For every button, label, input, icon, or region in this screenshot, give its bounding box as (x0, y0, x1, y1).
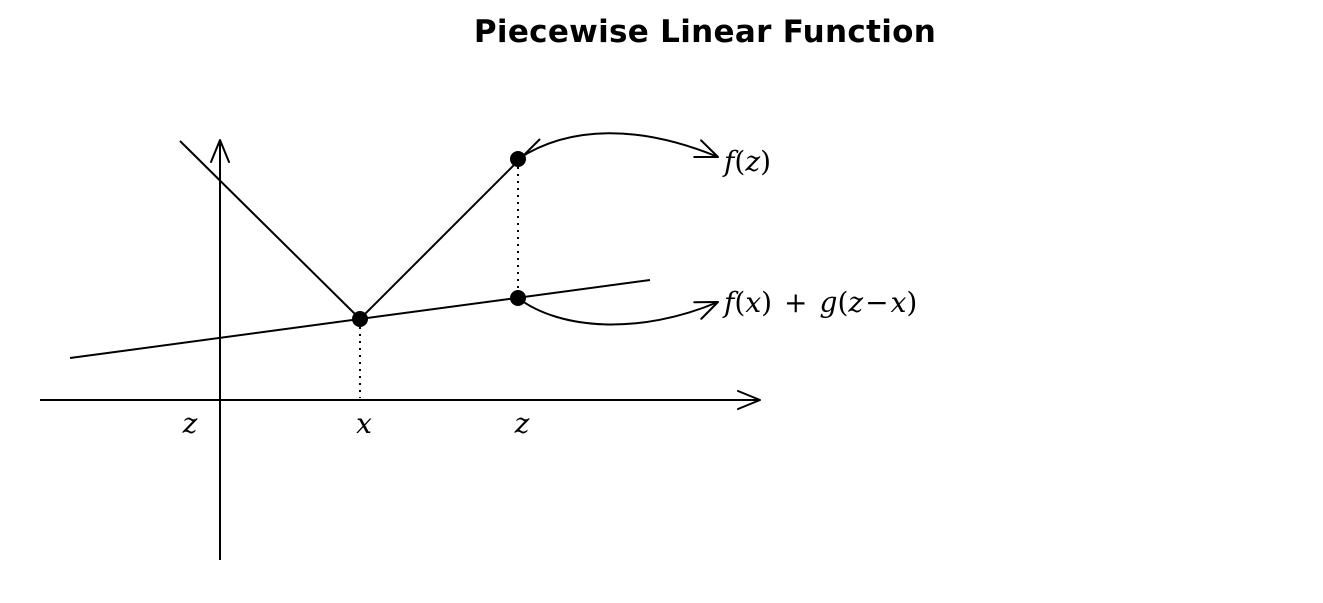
function-f-curve (179, 138, 541, 321)
fx-plus-g-label: f(x)+g(z−x) (722, 286, 917, 319)
g-close: ) (906, 286, 917, 319)
g-arg-z: z (847, 286, 863, 319)
fx-arg: x (745, 286, 761, 319)
plus-sign: + (784, 286, 807, 319)
g-symbol: g (820, 286, 838, 319)
point-at-x (352, 311, 368, 327)
fz-arg: z (744, 145, 760, 178)
diagram-title: Piecewise Linear Function (473, 14, 937, 50)
fz-close: ) (760, 145, 771, 178)
fz-open: ( (734, 145, 745, 178)
axis-label-x: x (356, 407, 372, 440)
axis-label-right-z: z (514, 407, 530, 440)
arrow-to-fx-g-label (517, 297, 719, 326)
g-arg-x: x (891, 286, 907, 319)
g-open: ( (837, 286, 848, 319)
axis-label-left-z: z (182, 407, 198, 440)
fz-label: f(z) (722, 145, 771, 178)
fx-open: ( (734, 286, 745, 319)
fx-close: ) (761, 286, 772, 319)
minus-sign: − (865, 286, 888, 319)
arrow-to-fz-label (517, 132, 719, 160)
